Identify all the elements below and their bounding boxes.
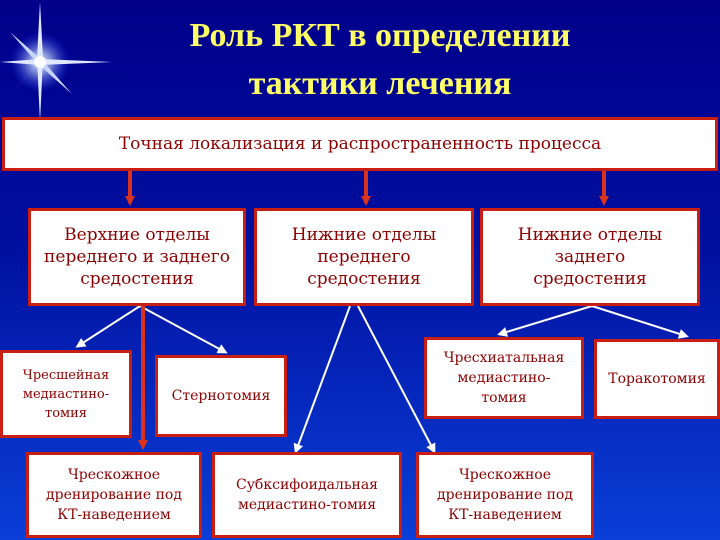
branch-arrow-subxiphoid (293, 305, 351, 454)
box-upper-mediastinum-label: Верхние отделы переднего и заднего средо… (44, 225, 230, 289)
branch-arrow-transcervical (75, 305, 141, 348)
box-lower-anterior-mediastinum-label: Нижние отделы переднего средостения (291, 225, 437, 289)
box-lower-posterior-mediastinum: Нижние отделы заднего средостения (480, 208, 700, 306)
box-sternotomy-label: Стернотомия (171, 388, 271, 404)
box-thoracotomy-label: Торакотомия (608, 371, 706, 387)
box-percutaneous-drainage-1-label: Чрескожное дренирование под КТ-наведение… (46, 467, 182, 523)
box-transcervical-mediastinotomy: Чресшейная медиастино-томия (0, 350, 132, 438)
box-percutaneous-drainage-2: Чрескожное дренирование под КТ-наведение… (416, 452, 594, 538)
sparkle-star-icon (0, 2, 112, 122)
box-transhiatal-mediastinotomy-label: Чресхиатальная медиастино-томия (443, 350, 565, 406)
box-percutaneous-drainage-2-label: Чрескожное дренирование под КТ-наведение… (437, 467, 573, 523)
main-process-label: Точная локализация и распространенность … (118, 134, 602, 154)
box-lower-posterior-mediastinum-label: Нижние отделы заднего средостения (517, 225, 663, 289)
branch-arrow-transhiatal (497, 305, 593, 337)
box-lower-anterior-mediastinum: Нижние отделы переднего средостения (254, 208, 474, 306)
box-subxiphoid-mediastinotomy: Субксифоидальная медиастино-томия (212, 452, 402, 538)
slide-title-line-2: тактики лечения (248, 65, 512, 102)
branch-arrow-sternotomy (139, 305, 228, 354)
box-percutaneous-drainage-1: Чрескожное дренирование под КТ-наведение… (26, 452, 202, 538)
branch-arrow-percutaneous-2 (357, 305, 436, 454)
main-process-box: Точная локализация и распространенность … (2, 117, 718, 171)
slide-title-line-1: Роль РКТ в определении (189, 17, 571, 54)
box-transhiatal-mediastinotomy: Чресхиатальная медиастино-томия (424, 337, 584, 419)
branch-arrow-thoracotomy (591, 305, 689, 339)
box-transcervical-mediastinotomy-label: Чресшейная медиастино-томия (22, 367, 110, 421)
box-subxiphoid-mediastinotomy-label: Субксифоидальная медиастино-томия (235, 477, 378, 513)
box-thoracotomy: Торакотомия (594, 339, 720, 419)
box-upper-mediastinum: Верхние отделы переднего и заднего средо… (28, 208, 246, 306)
box-sternotomy: Стернотомия (155, 355, 287, 437)
